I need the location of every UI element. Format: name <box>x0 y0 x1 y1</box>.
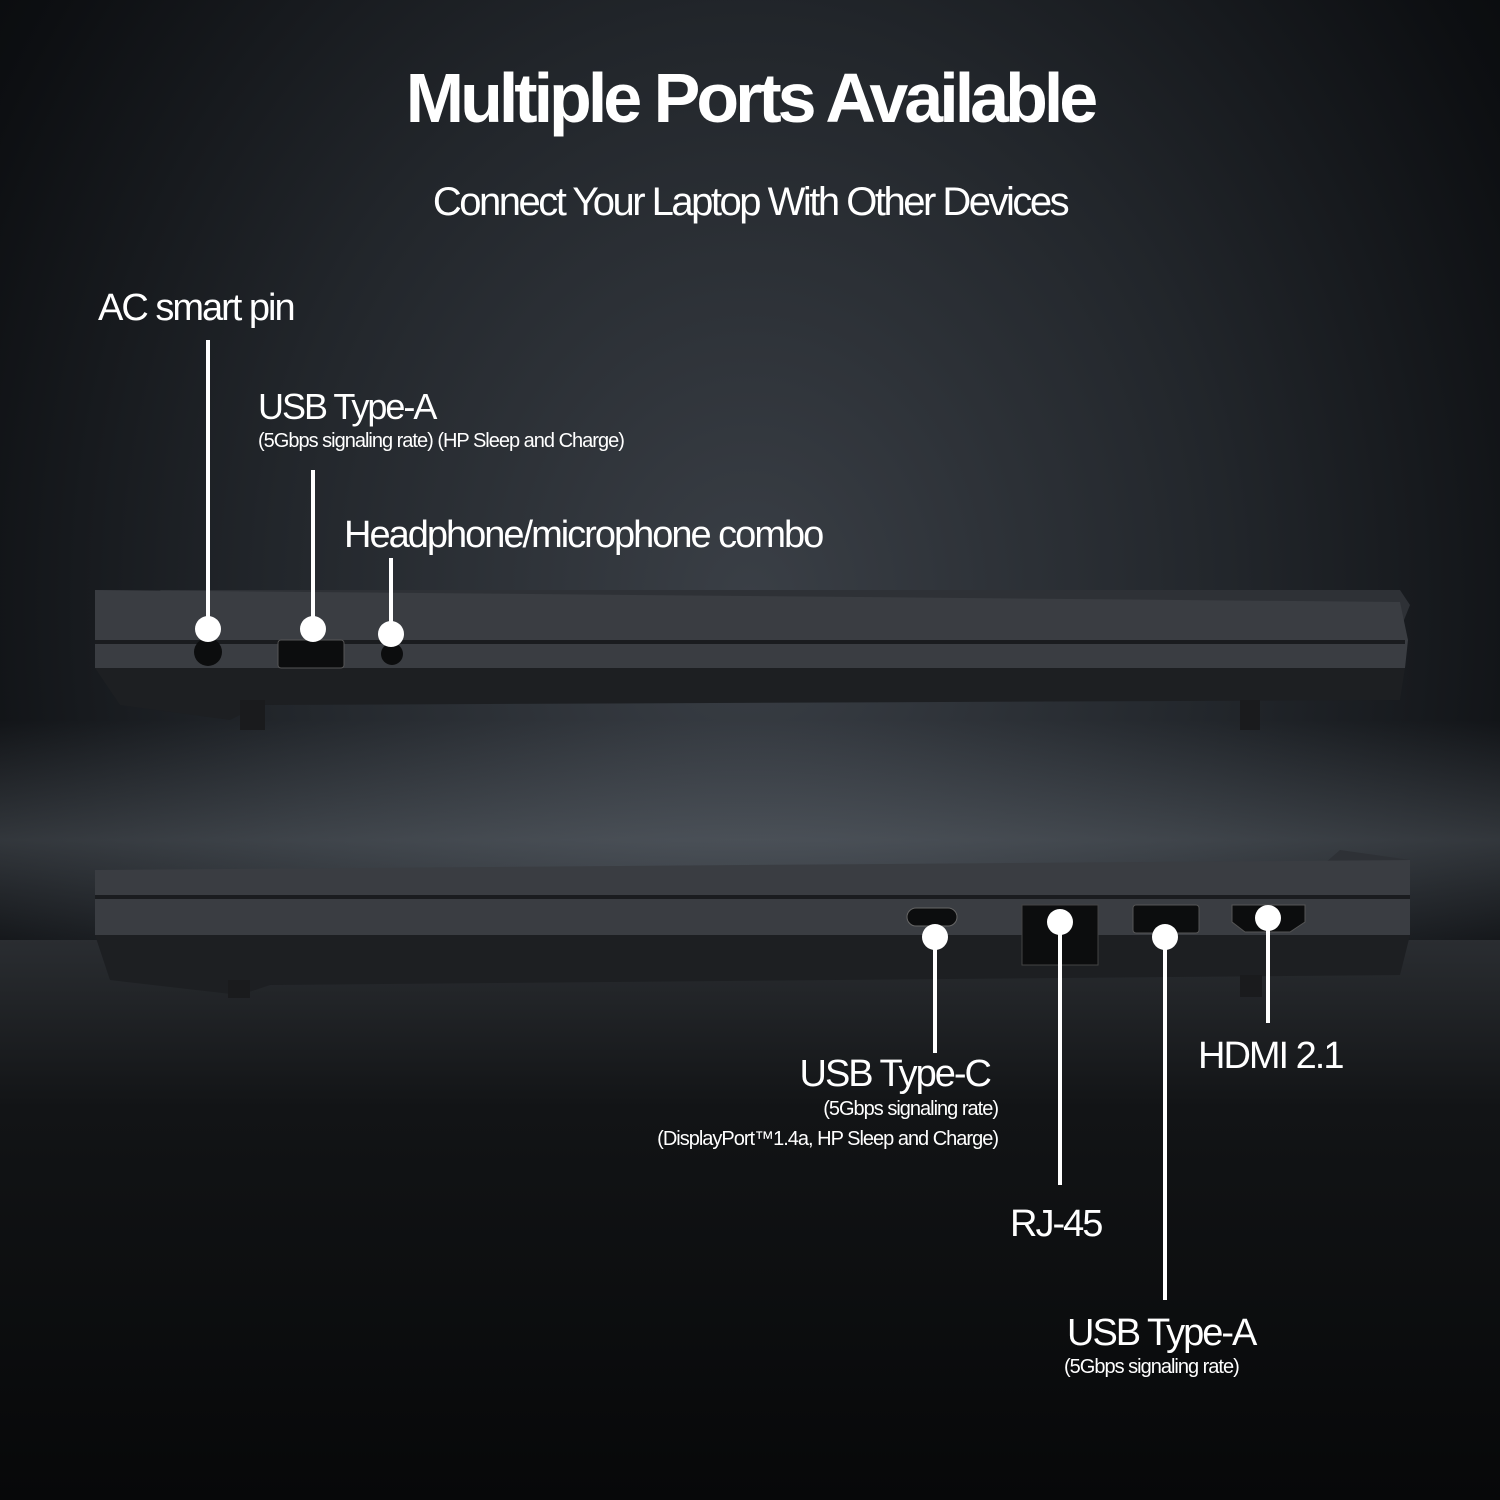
audio-port-marker <box>378 621 404 647</box>
hdmi-leader-line <box>1266 918 1270 1023</box>
usb-c-leader-line <box>933 937 937 1053</box>
usb-c-detail-features: (DisplayPort™1.4a, HP Sleep and Charge) <box>657 1128 999 1150</box>
usb-a-right-leader-line <box>1163 937 1167 1300</box>
laptop-left-side <box>95 590 1410 730</box>
usb-c-label: USB Type-C <box>799 1053 992 1095</box>
page-title: Multiple Ports Available <box>405 59 1098 137</box>
usb-a-left-detail: (5Gbps signaling rate) (HP Sleep and Cha… <box>258 430 625 452</box>
laptop-right-side <box>95 850 1410 998</box>
hdmi-label: HDMI 2.1 <box>1198 1035 1344 1077</box>
rj45-leader-line <box>1058 922 1062 1185</box>
usb-c-detail-rate: (5Gbps signaling rate) <box>823 1098 999 1120</box>
rock-surface <box>0 940 1500 1500</box>
usb-a-left-label: USB Type-A <box>258 386 437 427</box>
ac-port-marker <box>195 616 221 642</box>
usb-a-left-port-marker <box>300 616 326 642</box>
ac-smart-pin-label: AC smart pin <box>98 287 296 329</box>
audio-leader-line <box>389 558 393 634</box>
usb-a-right-detail: (5Gbps signaling rate) <box>1064 1356 1240 1378</box>
usb-a-left-leader-line <box>311 470 315 628</box>
ac-leader-line <box>206 340 210 628</box>
audio-combo-label: Headphone/microphone combo <box>344 514 824 556</box>
usb-a-right-label: USB Type-A <box>1067 1312 1257 1354</box>
rj45-label: RJ-45 <box>1010 1203 1103 1245</box>
page-subtitle: Connect Your Laptop With Other Devices <box>432 180 1070 224</box>
